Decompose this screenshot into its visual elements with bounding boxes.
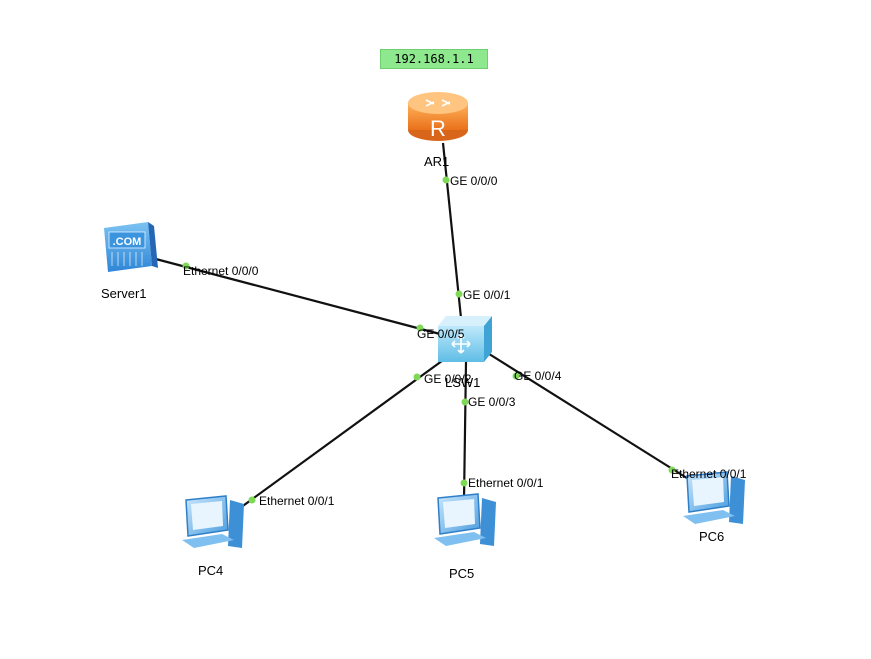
link-ar1-lsw1[interactable] xyxy=(441,142,463,319)
port-dot[interactable] xyxy=(668,466,676,474)
port-dots xyxy=(182,176,676,504)
port-dot[interactable] xyxy=(460,479,468,487)
port-label-pc4-eth001: Ethernet 0/0/1 xyxy=(259,494,335,508)
port-dot[interactable] xyxy=(248,496,256,504)
pc-pc5[interactable]: PC5 xyxy=(434,493,496,581)
port-labels: GE 0/0/0 GE 0/0/1 Ethernet 0/0/0 GE 0/0/… xyxy=(183,174,747,508)
port-label-pc5-eth001: Ethernet 0/0/1 xyxy=(468,476,544,490)
port-dot[interactable] xyxy=(413,373,421,381)
router-icon: R xyxy=(408,92,468,141)
port-label-pc6-eth001: Ethernet 0/0/1 xyxy=(671,467,747,481)
port-dot[interactable] xyxy=(455,290,463,298)
port-label-lsw1-ge005: GE 0/0/5 xyxy=(417,327,465,341)
link-server1-lsw1[interactable] xyxy=(151,256,441,336)
port-dot[interactable] xyxy=(512,372,520,380)
link-lsw1-pc5[interactable] xyxy=(462,361,468,501)
port-label-lsw1-ge003: GE 0/0/3 xyxy=(468,395,516,409)
port-dot[interactable] xyxy=(416,324,424,332)
router-label: AR1 xyxy=(424,154,449,169)
server-label: Server1 xyxy=(101,286,147,301)
ip-note[interactable]: 192.168.1.1 xyxy=(380,49,488,69)
port-label-ar1-ge000: GE 0/0/0 xyxy=(450,174,498,188)
server-icon: .COM xyxy=(104,222,158,272)
pc-pc4[interactable]: PC4 xyxy=(182,495,244,578)
svg-text:R: R xyxy=(430,116,446,141)
pc4-label: PC4 xyxy=(198,563,223,578)
port-dot[interactable] xyxy=(461,398,469,406)
pc5-label: PC5 xyxy=(449,566,474,581)
port-label-lsw1-ge001: GE 0/0/1 xyxy=(463,288,511,302)
switch-icon xyxy=(438,316,492,362)
port-label-lsw1-ge002: GE 0/0/2 xyxy=(424,372,472,386)
switch-lsw1[interactable]: LSW1 xyxy=(438,316,492,390)
pc-pc6[interactable]: PC6 xyxy=(683,471,745,544)
pc-icon xyxy=(683,471,745,524)
server-server1[interactable]: .COM Server1 xyxy=(101,222,158,301)
pc-icon xyxy=(434,493,496,546)
server-com-label: .COM xyxy=(113,236,142,248)
switch-label: LSW1 xyxy=(445,375,480,390)
links xyxy=(151,142,691,509)
link-lsw1-pc4[interactable] xyxy=(239,357,447,509)
router-ar1[interactable]: R AR1 xyxy=(408,92,468,169)
port-label-server1-eth000: Ethernet 0/0/0 xyxy=(183,264,259,278)
port-label-lsw1-ge004: GE 0/0/4 xyxy=(514,369,562,383)
link-lsw1-pc6[interactable] xyxy=(485,351,691,481)
port-dot[interactable] xyxy=(182,262,190,270)
pc6-label: PC6 xyxy=(699,529,724,544)
pc-icon xyxy=(182,495,244,548)
port-dot[interactable] xyxy=(442,176,450,184)
